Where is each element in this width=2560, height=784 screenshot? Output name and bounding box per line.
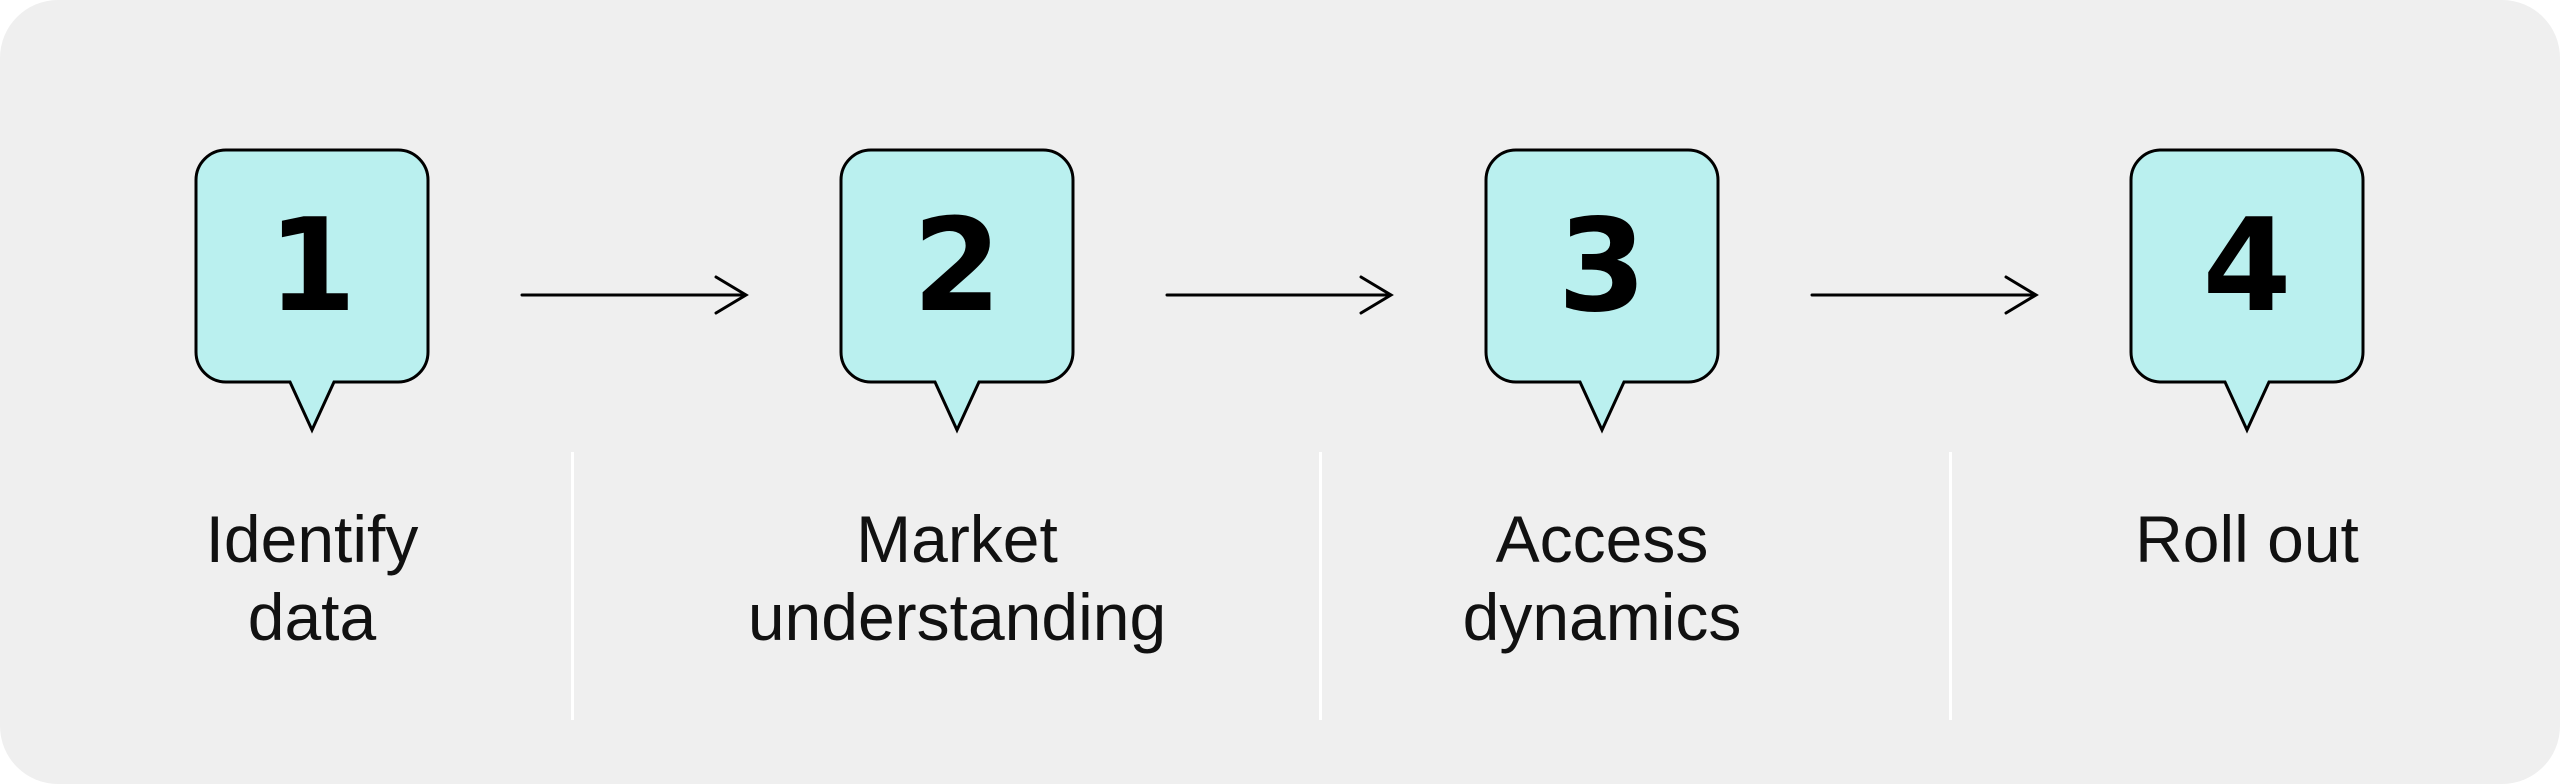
- step-number: 3: [1557, 191, 1647, 341]
- speech-bubble-icon: [1484, 148, 1720, 434]
- label-line: dynamics: [1462, 580, 1742, 654]
- label-line: Roll out: [2135, 502, 2359, 576]
- arrow-right-icon: [1810, 275, 2039, 315]
- step-number: 1: [267, 191, 357, 341]
- step-number: 2: [912, 191, 1002, 341]
- speech-bubble-icon: [194, 148, 430, 434]
- arrow-right-icon: [520, 275, 749, 315]
- divider: [571, 452, 574, 720]
- step-2-bubble: 2: [839, 148, 1075, 518]
- speech-bubble-icon: [2129, 148, 2365, 434]
- label-line: Access: [1495, 502, 1709, 576]
- step-3-bubble: 3: [1484, 148, 1720, 518]
- step-4-bubble: 4: [2129, 148, 2365, 518]
- step-number: 4: [2202, 191, 2292, 341]
- label-line: data: [247, 580, 377, 654]
- step-1-bubble: 1: [194, 148, 430, 518]
- label-line: Identify: [205, 502, 419, 576]
- arrow-right-icon: [1165, 275, 1394, 315]
- label-line: Market: [856, 502, 1058, 576]
- divider: [1949, 452, 1952, 720]
- divider: [1319, 452, 1322, 720]
- label-line: understanding: [747, 580, 1167, 654]
- step-4-label: Roll out: [1987, 500, 2507, 578]
- speech-bubble-icon: [839, 148, 1075, 434]
